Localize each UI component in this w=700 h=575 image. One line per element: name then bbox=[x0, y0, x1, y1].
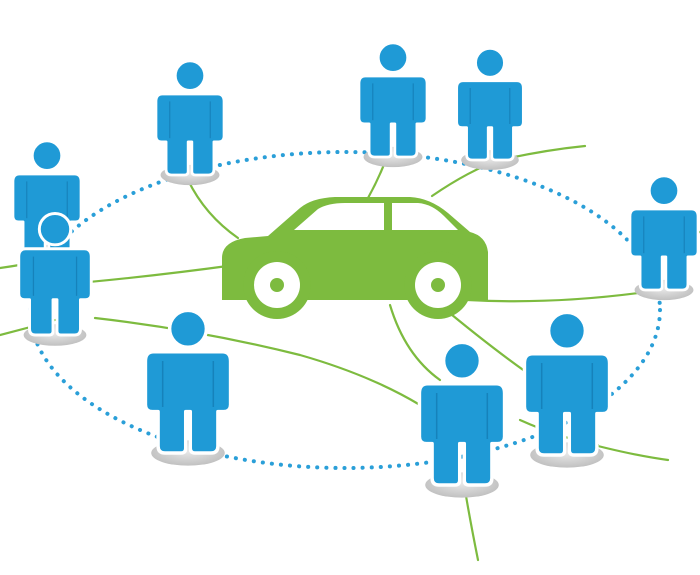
person-icon bbox=[455, 47, 525, 172]
person-icon bbox=[11, 139, 83, 267]
person-icon bbox=[628, 174, 700, 302]
person-icon bbox=[154, 59, 226, 187]
person-icon bbox=[357, 41, 429, 169]
person-icon bbox=[143, 308, 233, 468]
car-icon bbox=[222, 197, 488, 319]
person-icon bbox=[522, 310, 612, 470]
person-icon bbox=[417, 340, 507, 500]
